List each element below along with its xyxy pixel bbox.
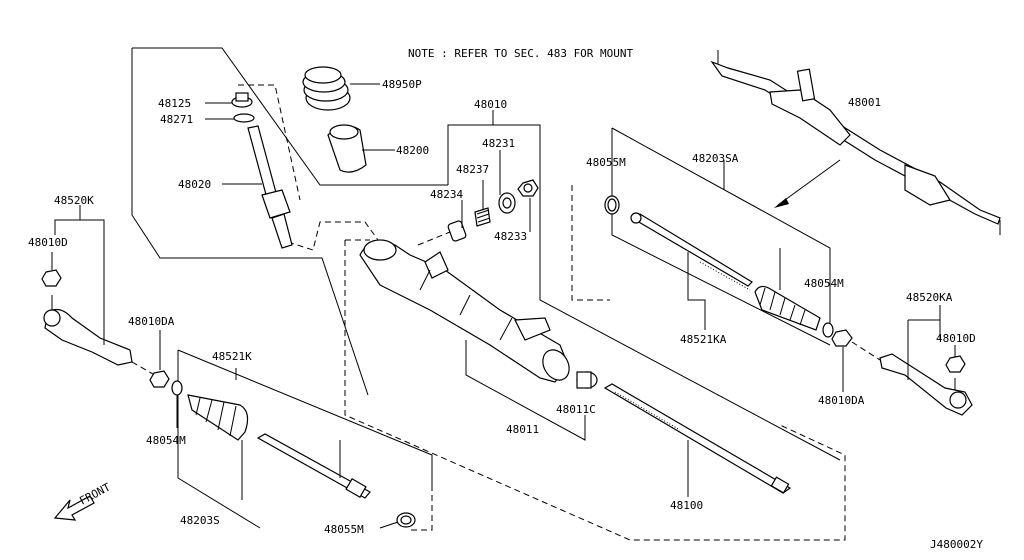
part-48100-icon	[603, 383, 792, 494]
box-48203SA-inner	[611, 128, 831, 346]
label-48231: 48231	[482, 137, 515, 150]
part-48054M-right-icon	[822, 322, 834, 338]
label-48011C: 48011C	[556, 403, 596, 416]
label-48010DA-right: 48010DA	[818, 394, 865, 407]
label-48100: 48100	[670, 499, 703, 512]
arrow-line	[777, 159, 841, 206]
part-48521KA-icon	[630, 212, 753, 291]
leader-48011	[465, 340, 586, 441]
part-48055M-top-icon	[604, 195, 620, 215]
part-48950P-icon	[302, 66, 351, 111]
label-48010DA-left: 48010DA	[128, 315, 175, 328]
front-arrow-icon	[53, 495, 95, 521]
dash-left-tierod	[131, 361, 161, 379]
leader-48521KA	[687, 252, 706, 330]
part-48237-icon	[474, 207, 491, 227]
part-48010DA-right-icon	[831, 329, 853, 347]
label-48125: 48125	[158, 97, 191, 110]
note-text: NOTE : REFER TO SEC. 483 FOR MOUNT	[408, 47, 634, 60]
part-48200-icon	[327, 124, 367, 173]
part-48020-icon	[247, 125, 293, 249]
dash-48020-to-rack	[287, 221, 379, 251]
dash-48125	[238, 84, 301, 201]
arrow-head	[774, 198, 789, 208]
part-48010D-left-icon	[41, 269, 62, 287]
part-48233-icon	[517, 179, 539, 197]
part-48203S-boot-icon	[187, 394, 249, 441]
part-48203SA-boot-icon	[754, 285, 821, 331]
part-48521K-icon	[256, 433, 371, 499]
label-48010D-left: 48010D	[28, 236, 68, 249]
label-48001: 48001	[848, 96, 881, 109]
label-48055M-bottom: 48055M	[324, 523, 364, 536]
label-48054M-right: 48054M	[804, 277, 844, 290]
part-48011C-icon	[576, 371, 598, 389]
part-48054M-left-icon	[171, 380, 183, 396]
part-48231-icon	[498, 192, 516, 214]
label-48950P: 48950P	[382, 78, 422, 91]
rack-dashed-box	[344, 240, 846, 541]
label-48521KA: 48521KA	[680, 333, 727, 346]
part-48271-icon	[233, 113, 255, 123]
leader-48520K-a	[54, 205, 81, 235]
label-48521K: 48521K	[212, 350, 252, 363]
label-48055M-top: 48055M	[586, 156, 626, 169]
part-48010D-right-icon	[945, 355, 966, 373]
box-48203S-left	[177, 350, 261, 529]
label-48237: 48237	[456, 163, 489, 176]
bracket-48010	[447, 124, 841, 461]
diagram-id: J480002Y	[930, 538, 983, 551]
label-48203S: 48203S	[180, 514, 220, 527]
part-48125-icon	[231, 92, 253, 108]
label-48200: 48200	[396, 144, 429, 157]
dash-48234	[417, 231, 451, 246]
part-48010DA-left-icon	[149, 370, 170, 388]
label-48203SA: 48203SA	[692, 152, 739, 165]
part-48234-icon	[447, 220, 467, 242]
part-48055M-bottom-icon	[396, 512, 416, 528]
group-outline-upper	[132, 47, 448, 186]
label-48233: 48233	[494, 230, 527, 243]
box-48203S-dash	[410, 455, 433, 531]
label-48054M-left: 48054M	[146, 434, 186, 447]
label-48520K: 48520K	[54, 194, 94, 207]
label-48234: 48234	[430, 188, 463, 201]
part-48011-icon	[359, 239, 570, 383]
leader-48055M-bottom	[379, 521, 399, 529]
label-48010D-right: 48010D	[936, 332, 976, 345]
label-48010: 48010	[474, 98, 507, 111]
assembly-48001-icon	[710, 50, 1001, 235]
dash-right-tierod	[851, 341, 881, 361]
label-48520KA: 48520KA	[906, 291, 953, 304]
part-48520KA-icon	[879, 353, 973, 416]
box-48203SA-dash	[571, 185, 610, 301]
leader-48520K-b	[80, 219, 105, 345]
part-48520K-icon	[43, 295, 133, 366]
front-label: FRONT	[77, 480, 113, 507]
label-48011: 48011	[506, 423, 539, 436]
label-48271: 48271	[160, 113, 193, 126]
label-48020: 48020	[178, 178, 211, 191]
group-outline-left	[131, 48, 369, 396]
